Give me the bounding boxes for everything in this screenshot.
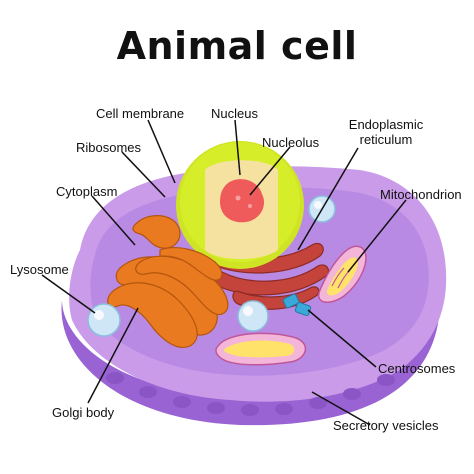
leader-lines <box>41 119 407 426</box>
vesicle <box>343 388 361 400</box>
label-nucleolus: Nucleolus <box>262 135 320 150</box>
leader-line-centrosomes <box>307 309 377 368</box>
leader-line-lysosome <box>41 274 96 314</box>
leader-line-nucleus <box>234 119 241 176</box>
label-lysosome: Lysosome <box>10 262 69 277</box>
leader-line-endoplasmic-reticulum <box>297 147 359 251</box>
nucleolus-shape <box>220 179 265 223</box>
label-ribosomes: Ribosomes <box>76 140 142 155</box>
label-cytoplasm: Cytoplasm <box>56 184 118 199</box>
leader-line-golgi-body <box>87 307 139 404</box>
nucleus-shape <box>176 141 304 269</box>
leader-line-nucleolus <box>249 146 291 196</box>
page-title: Animal cell <box>116 24 358 68</box>
vesicle <box>309 397 327 409</box>
vesicle <box>241 404 259 416</box>
vesicle <box>275 403 293 415</box>
secretory-vesicles <box>106 372 395 416</box>
leader-line-mitochondrion <box>347 199 407 273</box>
vesicle <box>377 374 395 386</box>
label-secretory-vesicles: Secretory vesicles <box>333 418 439 433</box>
leader-line-cell-membrane <box>147 119 176 184</box>
vesicle <box>106 372 124 384</box>
cytoplasm-organelle <box>132 215 181 249</box>
leader-line-ribosomes <box>121 151 166 198</box>
label-cell-membrane: Cell membrane <box>96 106 185 121</box>
label-nucleus: Nucleus <box>211 106 258 121</box>
label-centrosomes: Centrosomes <box>378 361 456 376</box>
label-golgi-body: Golgi body <box>52 405 115 420</box>
golgi-body-shape <box>107 247 229 348</box>
vesicle <box>139 386 157 398</box>
mitochondrion-shape-lower <box>215 332 307 366</box>
label-mitochondrion: Mitochondrion <box>380 187 462 202</box>
vesicle <box>207 402 225 414</box>
label-endoplasmic-reticulum: Endoplasmic reticulum <box>348 117 424 147</box>
vesicle <box>173 396 191 408</box>
leader-line-secretory-vesicles <box>311 391 371 426</box>
leader-line-cytoplasm <box>91 195 136 246</box>
